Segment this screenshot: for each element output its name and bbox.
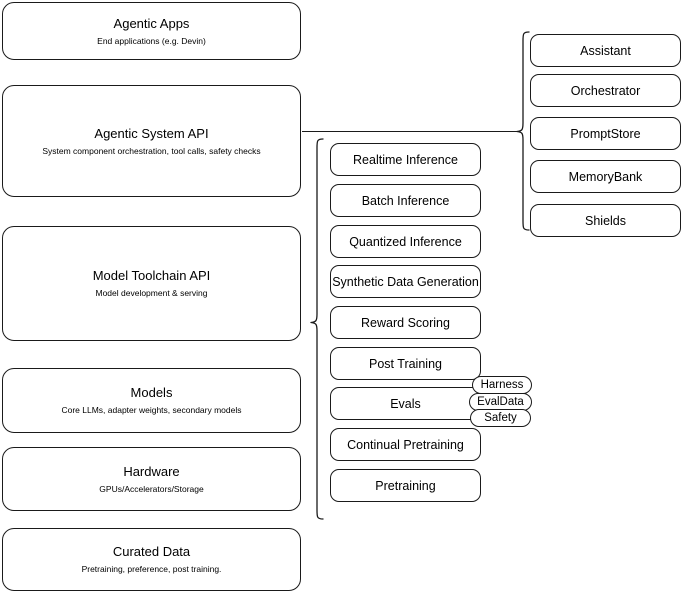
brace-system-components-group (516, 31, 530, 231)
chip-label: Pretraining (375, 478, 436, 493)
system-item-memorybank[interactable]: MemoryBank (530, 160, 681, 193)
layer-box-model-toolchain-api[interactable]: Model Toolchain API Model development & … (2, 226, 301, 341)
brace-toolchain-group (310, 138, 324, 520)
toolchain-item-reward-scoring[interactable]: Reward Scoring (330, 306, 481, 339)
toolchain-item-synthetic-data-generation[interactable]: Synthetic Data Generation (330, 265, 481, 298)
layer-subtitle: Model development & serving (95, 288, 208, 298)
chip-label: Batch Inference (361, 193, 450, 208)
chip-label: Shields (585, 213, 626, 228)
chip-label: Continual Pretraining (347, 437, 464, 452)
chip-label: Evals (390, 396, 421, 411)
layer-title: Agentic Apps (113, 15, 190, 31)
layer-title: Models (130, 385, 173, 400)
layer-title: Agentic System API (94, 125, 209, 141)
chip-label: Post Training (369, 356, 442, 371)
connector-line-system-api-to-components (302, 131, 518, 133)
chip-label: PromptStore (570, 126, 641, 141)
layer-box-agentic-apps[interactable]: Agentic Apps End applications (e.g. Devi… (2, 2, 301, 60)
toolchain-item-realtime-inference[interactable]: Realtime Inference (330, 143, 481, 176)
layer-subtitle: Pretraining, preference, post training. (81, 564, 222, 574)
layer-subtitle: Core LLMs, adapter weights, secondary mo… (61, 405, 242, 415)
chip-label: Orchestrator (570, 83, 641, 98)
pill-label: Safety (484, 411, 517, 424)
toolchain-item-post-training[interactable]: Post Training (330, 347, 481, 380)
system-item-shields[interactable]: Shields (530, 204, 681, 237)
toolchain-item-evals[interactable]: Evals (330, 387, 481, 420)
system-item-orchestrator[interactable]: Orchestrator (530, 74, 681, 107)
pill-label: EvalData (477, 395, 524, 408)
chip-label: Reward Scoring (361, 315, 450, 330)
layer-subtitle: GPUs/Accelerators/Storage (99, 483, 204, 494)
chip-label: Realtime Inference (353, 152, 458, 167)
chip-label: Synthetic Data Generation (332, 274, 479, 289)
chip-label: Assistant (580, 43, 631, 58)
layer-title: Curated Data (112, 544, 191, 559)
pill-label: Harness (480, 378, 524, 391)
toolchain-item-continual-pretraining[interactable]: Continual Pretraining (330, 428, 481, 461)
layer-subtitle: System component orchestration, tool cal… (42, 145, 261, 156)
eval-tag-safety[interactable]: Safety (470, 409, 531, 427)
layer-title: Model Toolchain API (92, 268, 211, 283)
layer-box-agentic-system-api[interactable]: Agentic System API System component orch… (2, 85, 301, 197)
layer-box-curated-data[interactable]: Curated Data Pretraining, preference, po… (2, 528, 301, 591)
chip-label: MemoryBank (568, 169, 643, 184)
layer-title: Hardware (123, 463, 180, 479)
system-item-assistant[interactable]: Assistant (530, 34, 681, 67)
chip-label: Quantized Inference (349, 234, 462, 249)
toolchain-item-pretraining[interactable]: Pretraining (330, 469, 481, 502)
layer-box-models[interactable]: Models Core LLMs, adapter weights, secon… (2, 368, 301, 433)
layer-box-hardware[interactable]: Hardware GPUs/Accelerators/Storage (2, 447, 301, 511)
toolchain-item-quantized-inference[interactable]: Quantized Inference (330, 225, 481, 258)
system-item-promptstore[interactable]: PromptStore (530, 117, 681, 150)
layer-subtitle: End applications (e.g. Devin) (97, 35, 206, 46)
toolchain-item-batch-inference[interactable]: Batch Inference (330, 184, 481, 217)
eval-tag-harness[interactable]: Harness (472, 376, 532, 394)
